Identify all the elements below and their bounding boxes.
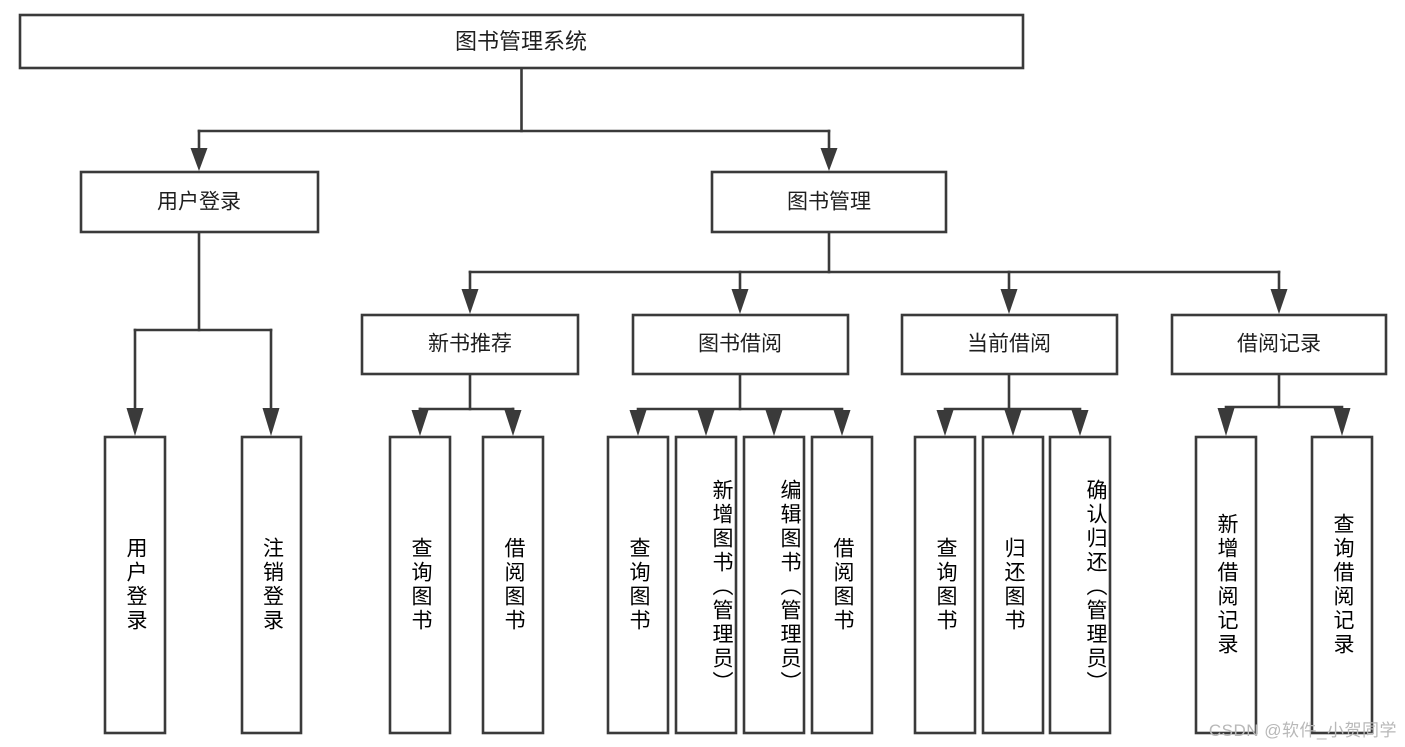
edge-layer [126, 66, 1351, 436]
node-current-borrow-box[interactable] [900, 313, 1119, 376]
node-leaf-query-book-3[interactable] [913, 435, 977, 735]
node-current-borrow[interactable]: 当前借阅 [900, 313, 1119, 376]
arrow-head-leaf-borrow-book-2 [833, 410, 851, 436]
node-user-login-label: 用户登录 [157, 191, 241, 214]
node-leaf-query-record[interactable] [1310, 435, 1374, 735]
node-leaf-user-login-label: 用户登录 [124, 537, 147, 633]
node-leaf-borrow-book-2-box[interactable] [810, 435, 874, 735]
node-book-borrow[interactable]: 图书借阅 [631, 313, 850, 376]
node-leaf-edit-book-box[interactable] [742, 435, 806, 735]
node-leaf-query-book-1[interactable] [388, 435, 452, 735]
node-leaf-logout-login-box[interactable] [240, 435, 303, 735]
arrow-head-leaf-query-book-3 [936, 410, 954, 436]
node-user-login-box[interactable] [79, 170, 320, 234]
arrow-head-leaf-edit-book [765, 410, 783, 436]
node-leaf-query-record-box[interactable] [1310, 435, 1374, 735]
arrow-head-leaf-user-login [126, 408, 144, 436]
node-leaf-add-record[interactable] [1194, 435, 1258, 735]
arrow-head-leaf-return-book [1004, 410, 1022, 436]
csdn-watermark: CSDN @软件_小贺同学 [1208, 721, 1397, 740]
node-new-book-recommend-box[interactable] [360, 313, 580, 376]
node-leaf-query-book-1-label: 查询图书 [409, 537, 432, 633]
node-new-book-recommend[interactable]: 新书推荐 [360, 313, 580, 376]
node-leaf-query-book-2[interactable] [606, 435, 670, 735]
arrow-head-borrow-record [1270, 289, 1288, 314]
node-leaf-borrow-book-2-label: 借阅图书 [831, 537, 854, 633]
node-root[interactable]: 图书管理系统 [18, 13, 1025, 70]
arrow-head-leaf-query-book-2 [629, 410, 647, 436]
node-leaf-query-book-1-box[interactable] [388, 435, 452, 735]
node-book-management-label: 图书管理 [787, 191, 871, 214]
node-leaf-query-book-2-label: 查询图书 [627, 537, 650, 633]
arrow-head-leaf-confirm-return [1071, 410, 1089, 436]
node-leaf-add-book-label: 新增图书（管理员） [710, 479, 733, 695]
node-leaf-add-record-box[interactable] [1194, 435, 1258, 735]
arrow-head-leaf-add-book [697, 410, 715, 436]
node-leaf-edit-book[interactable] [742, 435, 806, 735]
node-leaf-borrow-book-1-box[interactable] [481, 435, 545, 735]
node-leaf-borrow-book-1-label: 借阅图书 [502, 537, 525, 633]
arrow-head-leaf-borrow-book-1 [504, 410, 522, 436]
node-leaf-confirm-return[interactable] [1048, 435, 1112, 735]
node-borrow-record-label: 借阅记录 [1237, 333, 1321, 356]
node-leaf-edit-book-label: 编辑图书（管理员） [778, 479, 801, 695]
node-leaf-logout-login[interactable] [240, 435, 303, 735]
node-borrow-record[interactable]: 借阅记录 [1170, 313, 1388, 376]
node-leaf-user-login[interactable] [103, 435, 167, 735]
arrow-head-book-borrow [731, 289, 749, 314]
node-current-borrow-label: 当前借阅 [967, 333, 1051, 356]
node-root-label: 图书管理系统 [455, 29, 587, 54]
node-new-book-recommend-label: 新书推荐 [428, 333, 512, 356]
node-leaf-return-book-box[interactable] [981, 435, 1045, 735]
node-book-management-box[interactable] [710, 170, 948, 234]
arrow-head-leaf-add-record [1217, 408, 1235, 436]
node-leaf-query-book-3-label: 查询图书 [934, 537, 957, 633]
node-leaf-logout-login-label: 注销登录 [260, 537, 284, 633]
node-book-borrow-label: 图书借阅 [698, 333, 782, 356]
node-user-login[interactable]: 用户登录 [79, 170, 320, 234]
node-leaf-return-book[interactable] [981, 435, 1045, 735]
node-leaf-return-book-label: 归还图书 [1002, 537, 1025, 633]
node-leaf-confirm-return-label: 确认归还（管理员） [1084, 479, 1107, 695]
node-leaf-add-record-label: 新增借阅记录 [1215, 513, 1238, 657]
node-book-borrow-box[interactable] [631, 313, 850, 376]
node-borrow-record-box[interactable] [1170, 313, 1388, 376]
arrow-head-leaf-query-book-1 [411, 410, 429, 436]
node-leaf-add-book-box[interactable] [674, 435, 738, 735]
arrow-head-user-login [190, 148, 208, 171]
arrow-head-new-book-recommend [461, 289, 479, 314]
node-leaf-confirm-return-box[interactable] [1048, 435, 1112, 735]
arrow-head-current-borrow [1000, 289, 1018, 314]
node-leaf-borrow-book-1[interactable] [481, 435, 545, 735]
node-leaf-borrow-book-2[interactable] [810, 435, 874, 735]
node-leaf-query-book-3-box[interactable] [913, 435, 977, 735]
node-leaf-add-book[interactable] [674, 435, 738, 735]
node-leaf-query-book-2-box[interactable] [606, 435, 670, 735]
arrow-head-book-management [820, 148, 838, 171]
arrow-head-leaf-logout-login [262, 408, 280, 436]
arrow-head-leaf-query-record [1333, 408, 1351, 436]
node-root-box[interactable] [18, 13, 1025, 70]
node-book-management[interactable]: 图书管理 [710, 170, 948, 234]
node-leaf-user-login-box[interactable] [103, 435, 167, 735]
node-leaf-query-record-label: 查询借阅记录 [1331, 513, 1354, 657]
